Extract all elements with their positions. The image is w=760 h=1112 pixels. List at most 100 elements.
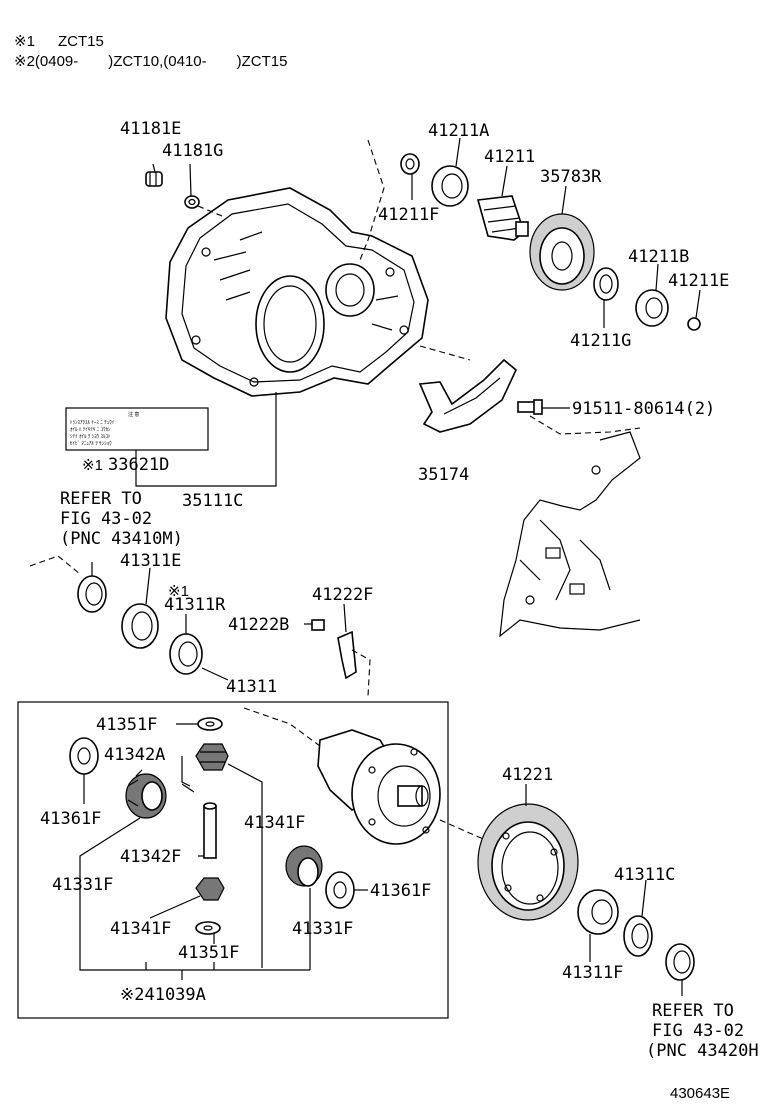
bolt-41222B[interactable] (311, 619, 325, 631)
bearing-41211G[interactable] (593, 267, 619, 301)
pinion-41341F-top[interactable] (195, 743, 229, 771)
label-41311[interactable]: 41311 (226, 677, 277, 697)
label-41361F-right[interactable]: 41361F (370, 881, 431, 901)
refer-1-line-1[interactable]: REFER TO (60, 489, 142, 509)
lock-plate-41222F[interactable] (337, 630, 357, 680)
side-gear-41331F-left[interactable] (125, 769, 167, 819)
caution-line-3: ｼﾃｲ ｵｲﾙ ｦ ｼﾖｳ ｽﾙｺﾄ (70, 434, 111, 440)
refer-2-line-2[interactable]: FIG 43-02 (652, 1021, 744, 1041)
label-41342F[interactable]: 41342F (120, 847, 181, 867)
label-41222F[interactable]: 41222F (312, 585, 373, 605)
bearing-cup-41311E[interactable] (121, 603, 159, 649)
shaft-41342F[interactable] (203, 802, 217, 859)
leader-41331F-a (79, 817, 310, 971)
label-41311R-mark: ※1 (168, 583, 189, 600)
dash-41181G (197, 205, 223, 217)
dash-input-shaft (359, 139, 385, 261)
leader-41211E (695, 289, 701, 319)
label-41341F-top[interactable]: 41341F (244, 813, 305, 833)
bearing-41311F[interactable] (577, 889, 619, 935)
label-41311R[interactable]: 41311R (164, 595, 226, 615)
dash-left-seal (29, 555, 81, 575)
leader-41311C (641, 879, 647, 917)
seal-41211F[interactable] (400, 153, 420, 175)
label-41361F-left[interactable]: 41361F (40, 809, 101, 829)
leader-41311 (201, 667, 229, 681)
bearing-41211A[interactable] (431, 165, 469, 207)
label-35783R[interactable]: 35783R (540, 167, 602, 187)
leader-41211B (655, 263, 659, 291)
refer-2-line-3[interactable]: (PNC 43420H) (646, 1041, 760, 1061)
refer-2-line-1[interactable]: REFER TO (652, 1001, 734, 1021)
leader-35783R (561, 185, 567, 215)
leader-41222F (343, 603, 347, 633)
note-1-mark: ※1 (14, 33, 35, 50)
label-41311F[interactable]: 41311F (562, 963, 623, 983)
label-41211G[interactable]: 41211G (570, 331, 631, 351)
label-35174[interactable]: 35174 (418, 465, 469, 485)
label-41211[interactable]: 41211 (484, 147, 535, 167)
caution-label-33621D[interactable]: 注 意 ﾄﾗﾝｽｱｸｽﾙ ｹｰｽ ﾆ ﾁｭｳｲ ｵｲﾙ ﾊ ﾃｲｷﾃｷ ﾆ ｺｳ… (65, 407, 209, 451)
label-41331F-right[interactable]: 41331F (292, 919, 353, 939)
label-41211A[interactable]: 41211A (428, 121, 489, 141)
caution-line-1: ﾄﾗﾝｽｱｸｽﾙ ｹｰｽ ﾆ ﾁｭｳｲ (70, 420, 115, 426)
refer-1-line-2[interactable]: FIG 43-02 (60, 509, 152, 529)
shim-41311R[interactable] (169, 633, 203, 675)
label-41341F-bottom[interactable]: 41341F (110, 919, 171, 939)
leader-41341F-b (149, 895, 201, 919)
label-41211B[interactable]: 41211B (628, 247, 689, 267)
pin-41342A[interactable] (181, 783, 195, 793)
leader-35111C (135, 392, 277, 487)
bolt-91511-80614[interactable] (517, 399, 543, 415)
shaft-41211[interactable] (476, 195, 529, 241)
leader-41181E (152, 163, 156, 173)
label-41221[interactable]: 41221 (502, 765, 553, 785)
oil-seal-left[interactable] (77, 575, 107, 613)
dash-bolt (529, 415, 641, 435)
oil-receiver-35174[interactable] (418, 358, 517, 433)
snap-ring-41211E[interactable] (687, 317, 701, 331)
note-1-text: ZCT15 (58, 33, 104, 50)
washer-41351F-bottom[interactable] (195, 921, 221, 935)
label-41351F-top[interactable]: 41351F (96, 715, 157, 735)
kit-box-41039A (17, 701, 449, 1019)
label-91511-80614[interactable]: 91511-80614(2) (572, 399, 715, 419)
gear-35783R[interactable] (529, 213, 595, 291)
bearing-cup-41311C[interactable] (623, 915, 653, 957)
washer-41351F-top[interactable] (197, 717, 223, 731)
diagram-code: 430643E (670, 1085, 730, 1102)
label-41181E[interactable]: 41181E (120, 119, 181, 139)
label-41311C[interactable]: 41311C (614, 865, 675, 885)
drain-plug-41181E[interactable] (145, 171, 163, 187)
differential-case[interactable] (317, 729, 441, 845)
label-41211E[interactable]: 41211E (668, 271, 729, 291)
label-41351F-bottom[interactable]: 41351F (178, 943, 239, 963)
side-gear-41331F-right[interactable] (285, 845, 323, 887)
oil-seal-right[interactable] (665, 943, 695, 981)
leader-41341F-a (227, 763, 263, 968)
label-33621D-mark: ※1 (82, 457, 103, 474)
ring-gear-41221[interactable] (477, 803, 579, 921)
label-41331F-left[interactable]: 41331F (52, 875, 113, 895)
label-41211F[interactable]: 41211F (378, 205, 439, 225)
label-41222B[interactable]: 41222B (228, 615, 289, 635)
label-41039A[interactable]: ※241039A (120, 985, 206, 1005)
gasket-41181G[interactable] (184, 195, 200, 209)
caution-line-4: ｾｲﾋﾞ ﾏﾆｭｱﾙ ｦ ｻﾝｼｮｳ (70, 440, 112, 447)
leader-41311E (145, 567, 151, 605)
leader-41342A (181, 756, 191, 787)
washer-41361F-right[interactable] (325, 871, 355, 909)
label-41181G[interactable]: 41181G (162, 141, 223, 161)
label-41311E[interactable]: 41311E (120, 551, 181, 571)
label-35111C[interactable]: 35111C (182, 491, 243, 511)
refer-1-line-3[interactable]: (PNC 43410M) (60, 529, 183, 549)
bearing-41211B[interactable] (635, 289, 669, 327)
leader-41211A (455, 137, 461, 167)
dash-oil-receiver (419, 345, 471, 361)
transmission-case-35111C[interactable] (165, 187, 429, 397)
dash-diff-case (243, 707, 321, 747)
label-33621D[interactable]: 33621D (108, 455, 169, 475)
label-41342A[interactable]: 41342A (104, 745, 165, 765)
washer-41361F-left[interactable] (69, 737, 99, 775)
pinion-41341F-bottom[interactable] (195, 877, 225, 901)
